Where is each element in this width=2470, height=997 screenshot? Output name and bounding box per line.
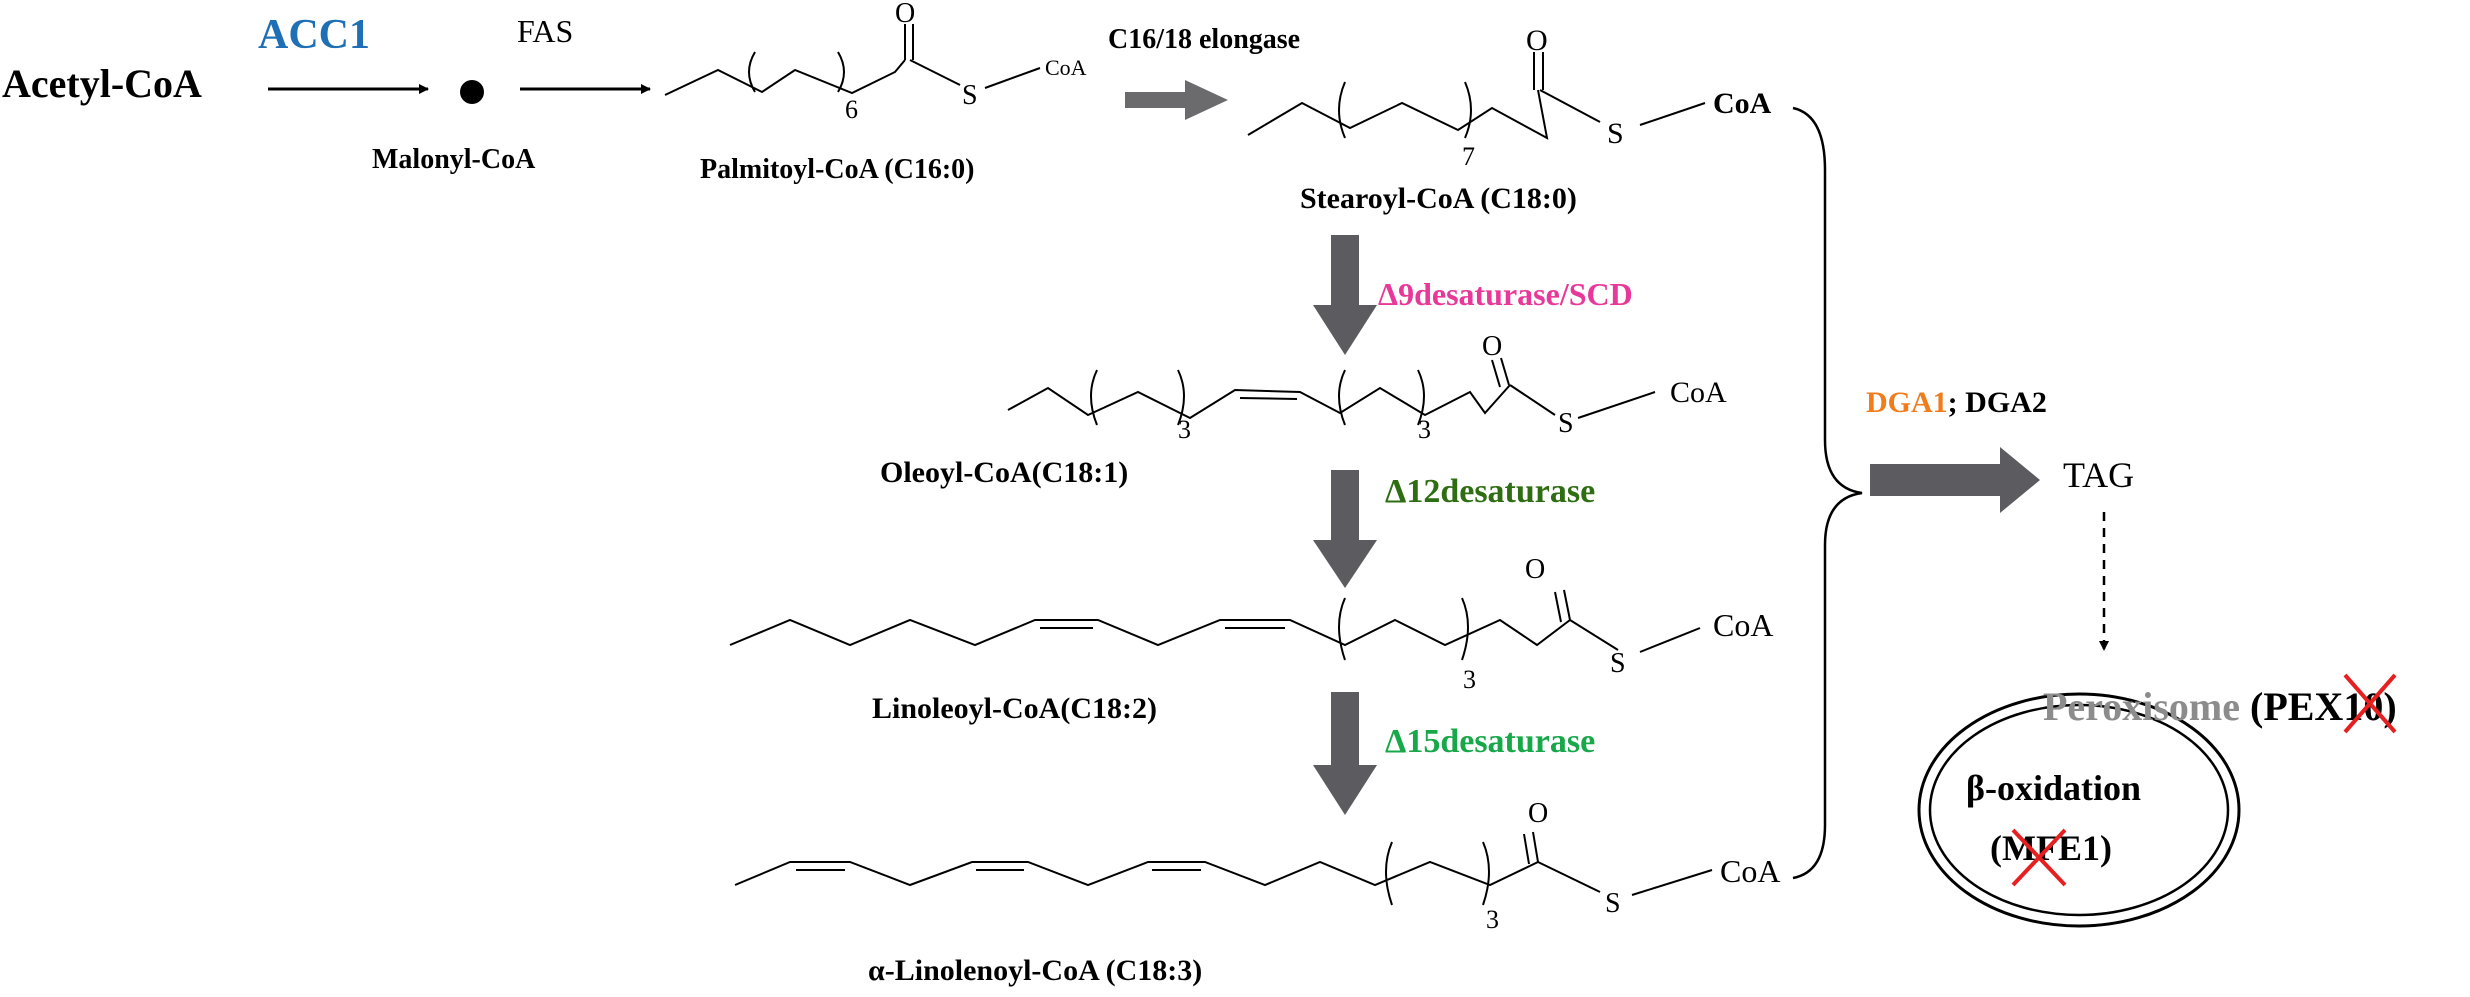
oleoyl-oxygen: O xyxy=(1482,331,1502,362)
dga2-enzyme-label: DGA2 xyxy=(1965,386,2047,419)
d15-arrow xyxy=(1313,692,1377,815)
linoleoyl-coa-label: Linoleoyl-CoA(C18:2) xyxy=(872,692,1157,725)
oleoyl-coa-label: Oleoyl-CoA(C18:1) xyxy=(880,456,1128,489)
stearoyl-coa-text: CoA xyxy=(1713,87,1772,120)
d15-enzyme-label: Δ15desaturase xyxy=(1385,723,1595,760)
pex10-gene-label: PEX10 xyxy=(2263,684,2383,729)
linolenoyl-oxygen: O xyxy=(1528,798,1548,829)
tag-label: TAG xyxy=(2063,455,2134,495)
stearoyl-coa-structure xyxy=(1247,52,1706,140)
d12-enzyme-label: Δ12desaturase xyxy=(1385,473,1595,510)
pex-close-paren: ) xyxy=(2383,684,2396,729)
dga-enzymes-label: DGA1; DGA2 xyxy=(1866,386,2047,419)
dga1-enzyme-label: DGA1 xyxy=(1866,386,1948,419)
palmitoyl-oxygen: O xyxy=(895,0,915,29)
stearoyl-coa-label: Stearoyl-CoA (C18:0) xyxy=(1300,182,1577,215)
d9-arrow xyxy=(1313,235,1377,355)
oleoyl-coa-text: CoA xyxy=(1670,376,1727,409)
dga-arrow xyxy=(1870,447,2040,513)
dga-separator: ; xyxy=(1948,386,1966,419)
oleoyl-repeat-b: 3 xyxy=(1418,415,1431,444)
linolenoyl-coa-structure xyxy=(734,831,1713,906)
beta-oxidation-label: β-oxidation xyxy=(1966,768,2141,808)
acc1-enzyme-label: ACC1 xyxy=(258,12,370,58)
palmitoyl-coa-label: Palmitoyl-CoA (C16:0) xyxy=(700,154,975,185)
peroxisome-label: Peroxisome (PEX10) xyxy=(2043,684,2397,729)
linoleoyl-sulfur: S xyxy=(1610,648,1626,679)
linolenoyl-coa-label: α-Linolenoyl-CoA (C18:3) xyxy=(868,954,1202,987)
oleoyl-sulfur: S xyxy=(1558,408,1574,439)
elongase-arrow xyxy=(1125,80,1228,120)
mfe1-label: (MFE1) xyxy=(1990,828,2112,868)
acetyl-coa-label: Acetyl-CoA xyxy=(2,61,202,106)
mfe-open-paren: ( xyxy=(1990,828,2002,868)
linoleoyl-coa-structure xyxy=(729,589,1701,661)
peroxisome-outer-membrane xyxy=(1917,692,2241,928)
linoleoyl-repeat-count: 3 xyxy=(1463,665,1476,694)
pex10-knockout-cross xyxy=(2343,673,2397,734)
palmitoyl-sulfur: S xyxy=(962,80,978,111)
oleoyl-repeat-a: 3 xyxy=(1178,415,1191,444)
acyl-coa-brace xyxy=(1792,106,1863,880)
stearoyl-oxygen: O xyxy=(1526,24,1548,57)
linoleoyl-oxygen: O xyxy=(1525,554,1545,585)
elongase-enzyme-label: C16/18 elongase xyxy=(1108,24,1300,55)
palmitoyl-coa-structure xyxy=(664,24,1041,96)
mfe-close-paren: ) xyxy=(2100,828,2112,868)
stearoyl-repeat-count: 7 xyxy=(1462,142,1475,171)
palmitoyl-repeat-count: 6 xyxy=(845,95,858,124)
d9-enzyme-label: Δ9desaturase/SCD xyxy=(1378,276,1633,312)
stearoyl-sulfur: S xyxy=(1607,117,1624,150)
linoleoyl-coa-text: CoA xyxy=(1713,607,1773,643)
d12-arrow xyxy=(1313,470,1377,588)
linolenoyl-coa-text: CoA xyxy=(1720,853,1780,889)
malonyl-coa-dot xyxy=(460,80,484,104)
linolenoyl-sulfur: S xyxy=(1605,888,1621,919)
oleoyl-coa-structure xyxy=(1007,357,1656,426)
pex-open-paren: ( xyxy=(2250,684,2263,729)
peroxisome-inner-membrane xyxy=(1928,703,2230,917)
linolenoyl-repeat-count: 3 xyxy=(1486,905,1499,934)
peroxisome-name: Peroxisome xyxy=(2043,684,2240,729)
palmitoyl-coa-text: CoA xyxy=(1045,55,1087,80)
mfe1-knockout-cross xyxy=(2011,828,2067,887)
fas-enzyme-label: FAS xyxy=(517,13,573,49)
malonyl-coa-label: Malonyl-CoA xyxy=(372,144,536,175)
